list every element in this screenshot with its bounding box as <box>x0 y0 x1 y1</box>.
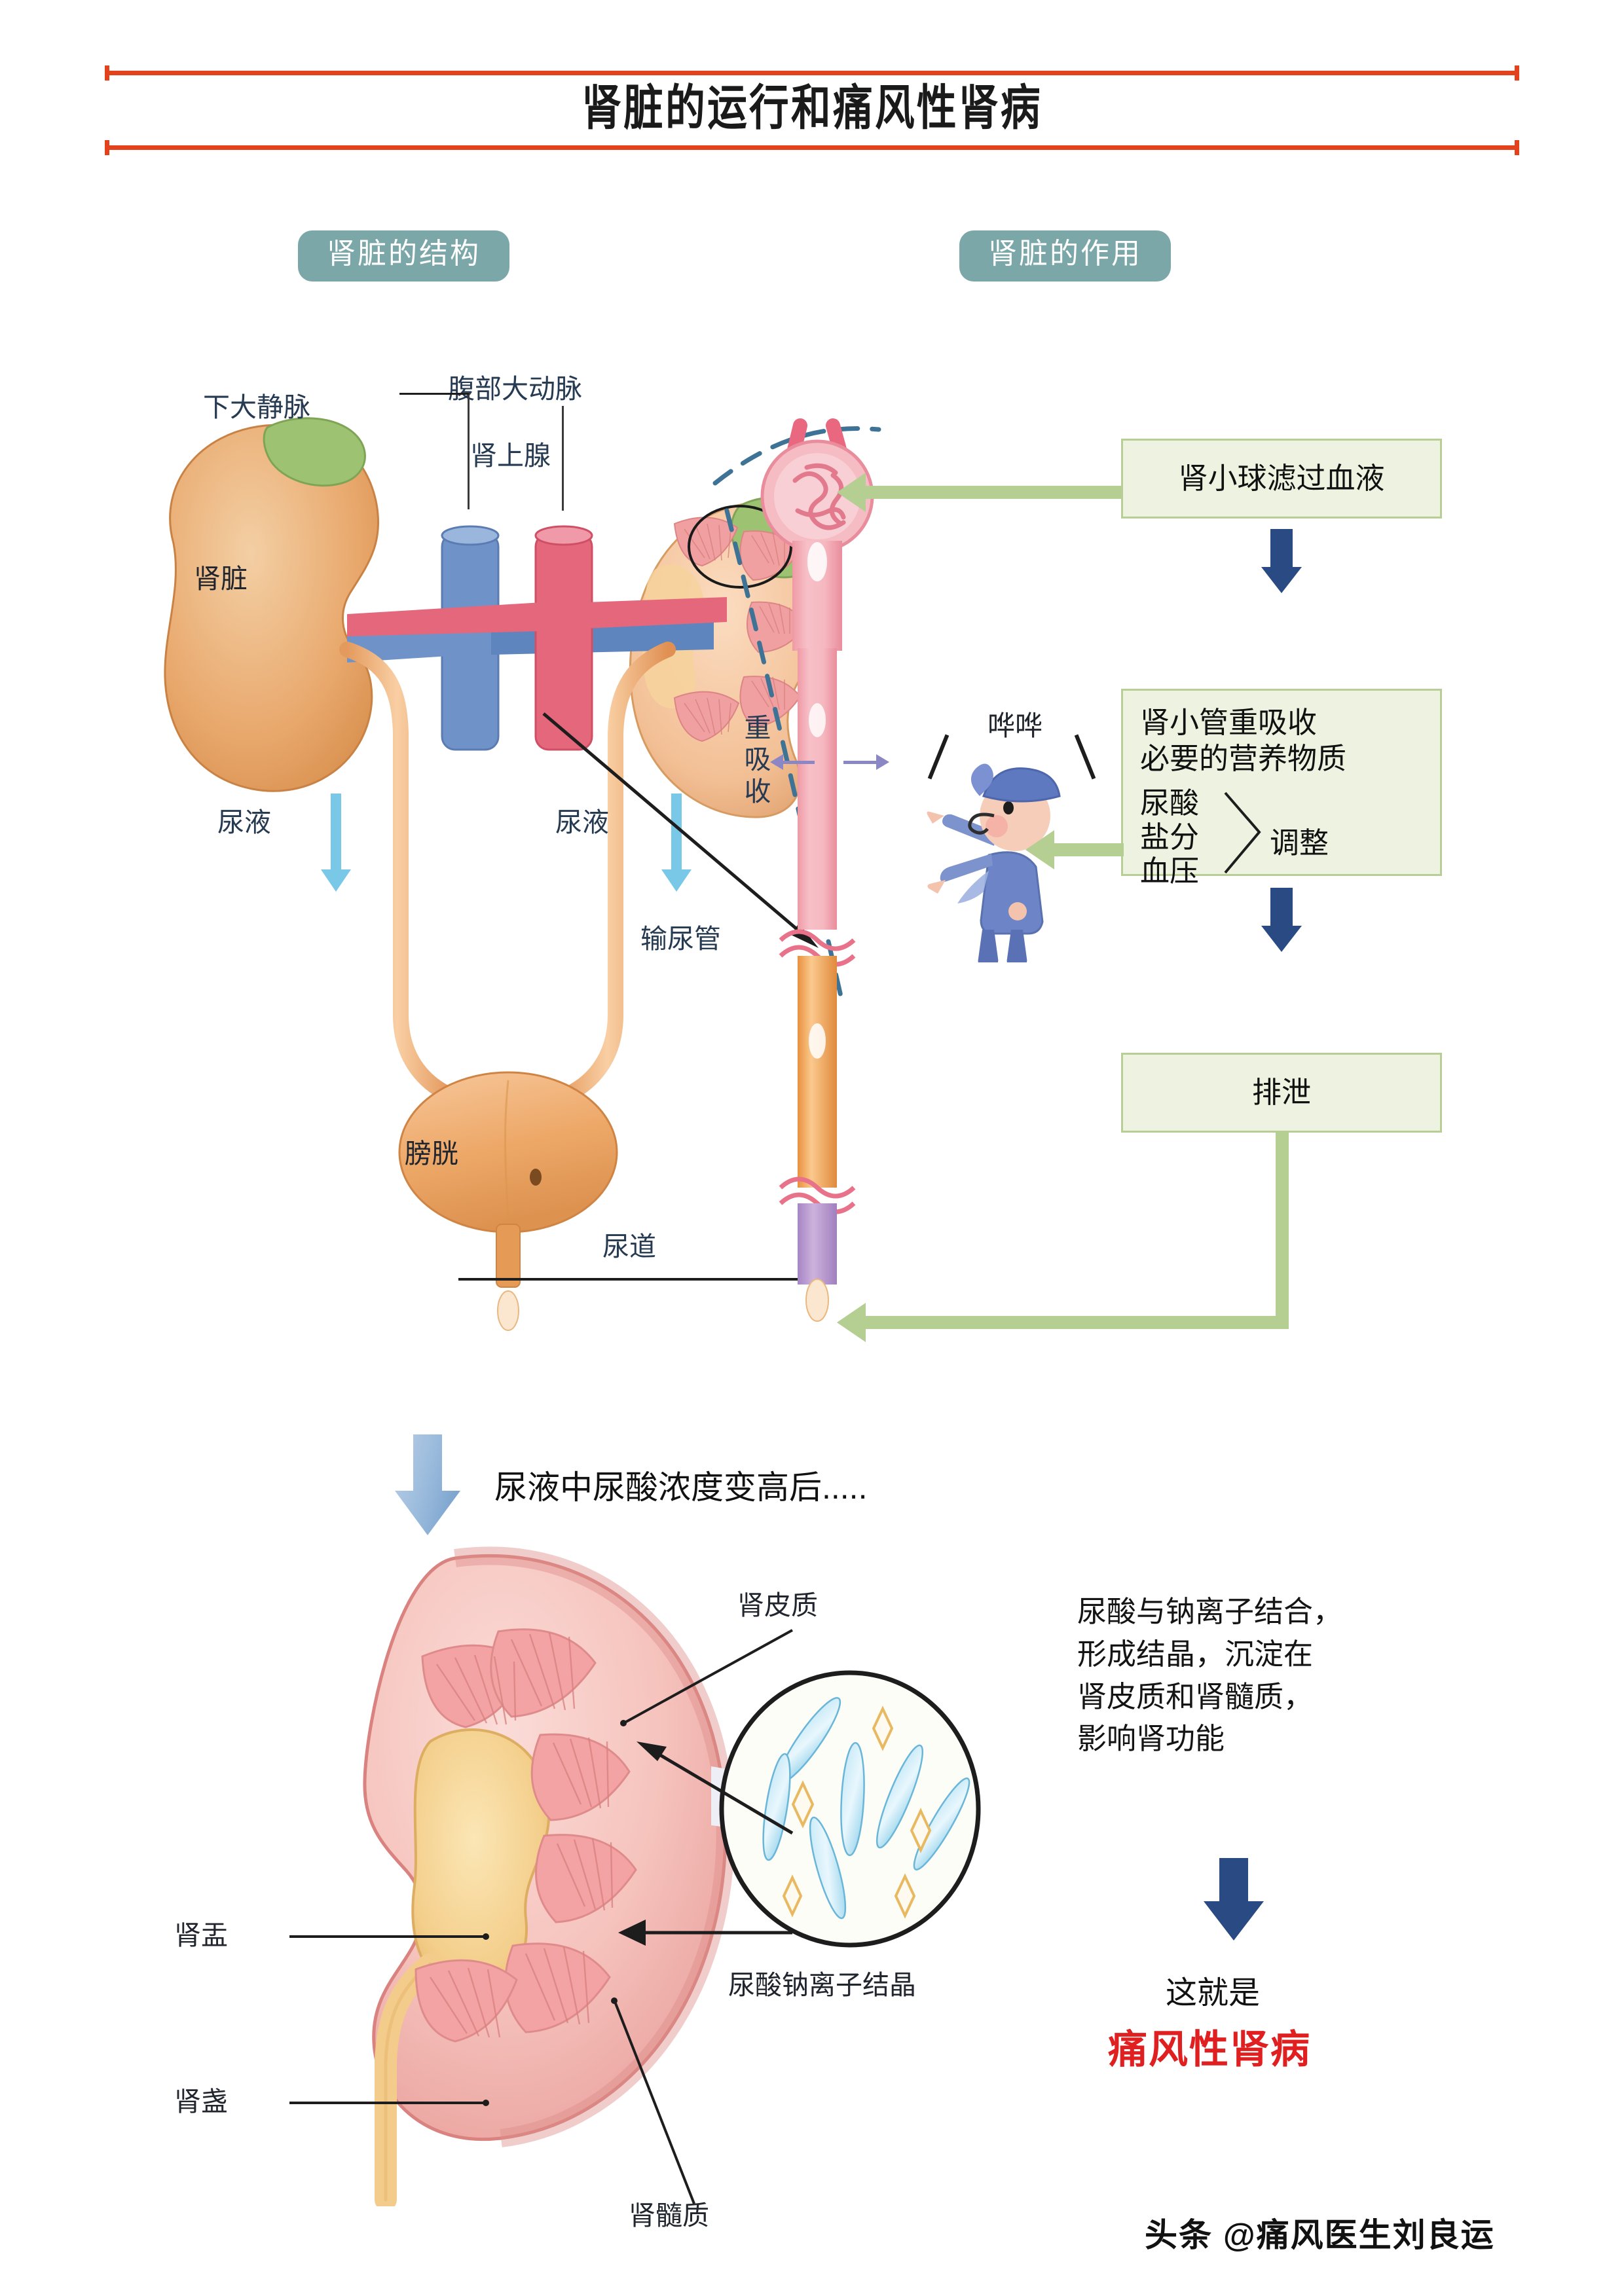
leader-vena-cava-vertical <box>468 393 470 509</box>
policeman-whistle <box>968 812 995 835</box>
policeman-scarf <box>957 871 989 903</box>
flow-box-reabsorption-body: 肾小管重吸收 必要的营养物质 尿酸 盐分 血压 调整 <box>1121 689 1442 888</box>
filtrate-droplet-1 <box>807 542 827 581</box>
conclusion-line-1: 这就是 <box>1166 1976 1261 2011</box>
urine-arrow-left <box>321 793 351 892</box>
flow-box-excretion: 排泄 <box>1121 1053 1442 1133</box>
policeman-arm-lower <box>940 854 993 882</box>
flow-box-excretion-text: 排泄 <box>1251 1075 1311 1109</box>
label-bladder: 膀胱 <box>405 1139 458 1169</box>
flow-box-brace <box>1224 792 1261 874</box>
section-chip-function: 肾脏的作用 <box>959 230 1171 282</box>
transition-down-arrow <box>395 1434 460 1535</box>
label-inferior-vena-cava: 下大静脉 <box>203 392 310 422</box>
whistle-sfx-text: 哗哗 <box>987 710 1043 741</box>
flow-box-item-blood-pressure: 血压 <box>1140 854 1200 888</box>
title-rule-bottom <box>105 140 1519 155</box>
label-renal-pelvis: 肾盂 <box>174 1920 228 1950</box>
ureter-segment <box>798 956 837 1188</box>
explanation-text: 尿酸与钠离子结合， 形成结晶，沉淀在 肾皮质和肾髓质， 影响肾功能 <box>1077 1595 1343 1756</box>
rule-cap-right <box>1515 140 1519 155</box>
label-adrenal-gland: 肾上腺 <box>470 441 551 471</box>
cross-section-striations <box>429 1632 614 2038</box>
urethra-segment <box>798 1203 837 1285</box>
rule-cap-left <box>105 65 109 81</box>
urine-droplet-exit <box>805 1279 829 1322</box>
label-kidney: 肾脏 <box>194 564 248 594</box>
label-urate-crystals: 尿酸钠离子结晶 <box>728 1970 916 2000</box>
bladder-marking <box>530 1169 542 1186</box>
leader-aorta-vertical <box>562 406 564 511</box>
blue-arrow-1 <box>1261 529 1302 593</box>
sparkle-glyphs <box>782 1705 932 1919</box>
flow-box-filtration-text: 肾小球滤过血液 <box>1178 461 1385 495</box>
label-renal-calyx: 肾盏 <box>174 2086 228 2117</box>
green-connector-box3-horizontal <box>863 1316 1289 1329</box>
conclusion-line-2: 痛风性肾病 <box>1108 2028 1311 2071</box>
conclusion-down-arrow <box>1204 1858 1264 1941</box>
policeman-leg-2 <box>1006 930 1027 962</box>
left-adrenal-gland <box>263 417 366 487</box>
policeman-cap <box>982 767 1061 803</box>
label-urine-right: 尿液 <box>555 807 609 837</box>
green-connector-box2-head <box>1025 830 1054 869</box>
rule-cap-left <box>105 140 109 155</box>
page-title: 肾脏的运行和痛风性肾病 <box>581 81 1043 135</box>
urate-crystal-inset <box>711 1670 981 1948</box>
reabsorption-arrow-right-line <box>843 761 877 764</box>
flow-box-filtration: 肾小球滤过血液 <box>1121 439 1442 519</box>
policeman-arm-upper <box>942 814 997 846</box>
urethra-pointer-line <box>458 1278 812 1281</box>
policeman-eye <box>1003 801 1014 814</box>
break-mark-1a <box>779 929 856 951</box>
reabsorption-arrow-left-head <box>770 754 783 770</box>
urine-droplet-tube <box>809 1023 826 1059</box>
label-abdominal-aorta: 腹部大动脉 <box>448 374 582 404</box>
green-connector-box1-line <box>863 486 1124 499</box>
flow-box-brace-label: 调整 <box>1270 826 1329 860</box>
policeman-hand-upper <box>927 811 944 824</box>
reabsorption-arrow-right-head <box>876 754 889 770</box>
urine-droplet-bladder <box>497 1290 519 1331</box>
nephron-tubule-column <box>760 418 874 1322</box>
title-rule-top <box>105 65 1519 81</box>
green-connector-box1-head <box>837 473 866 512</box>
label-renal-cortex: 肾皮质 <box>737 1590 818 1620</box>
transition-text: 尿液中尿酸浓度变高后..... <box>494 1469 868 1506</box>
rule-cap-right <box>1515 65 1519 81</box>
reabsorption-arrow-left-line <box>781 761 815 764</box>
policeman-torso <box>980 851 1044 935</box>
tubule-shaft <box>798 648 837 930</box>
policeman-leg-1 <box>978 930 999 962</box>
flow-box-item-salt: 盐分 <box>1140 820 1200 854</box>
break-mark-2a <box>779 1176 856 1199</box>
green-connector-box3-vertical <box>1276 1131 1289 1329</box>
label-ureter: 输尿管 <box>640 924 721 954</box>
policeman-hand-lower <box>927 880 946 894</box>
green-connector-box2-line <box>1052 843 1124 856</box>
footer-credit: 头条 @痛风医生刘良运 <box>1145 2217 1495 2253</box>
urinary-system-illustration <box>164 417 838 1331</box>
flow-box-reabsorption-line1: 肾小管重吸收 <box>1140 706 1318 739</box>
label-urethra: 尿道 <box>602 1231 656 1262</box>
abdominal-aorta-vessel <box>347 525 727 751</box>
section-chip-structure: 肾脏的结构 <box>298 230 509 282</box>
flow-box-reabsorption-line2: 必要的营养物质 <box>1140 741 1347 775</box>
policeman-cap-brim <box>970 763 993 796</box>
left-ureter <box>339 642 466 1106</box>
leader-vena-cava-horizontal <box>399 393 469 395</box>
urine-arrow-right <box>661 793 692 892</box>
policeman-badge <box>1008 902 1027 920</box>
urethra-stub <box>496 1224 521 1288</box>
blue-arrow-2 <box>1261 888 1302 952</box>
flow-box-item-uric-acid: 尿酸 <box>1140 786 1200 820</box>
policeman-cheek <box>986 815 1008 837</box>
filtrate-droplet-2 <box>809 703 826 737</box>
label-renal-medulla: 肾髓质 <box>629 2200 709 2231</box>
label-urine-left: 尿液 <box>217 807 271 837</box>
green-connector-box3-head <box>837 1303 866 1342</box>
